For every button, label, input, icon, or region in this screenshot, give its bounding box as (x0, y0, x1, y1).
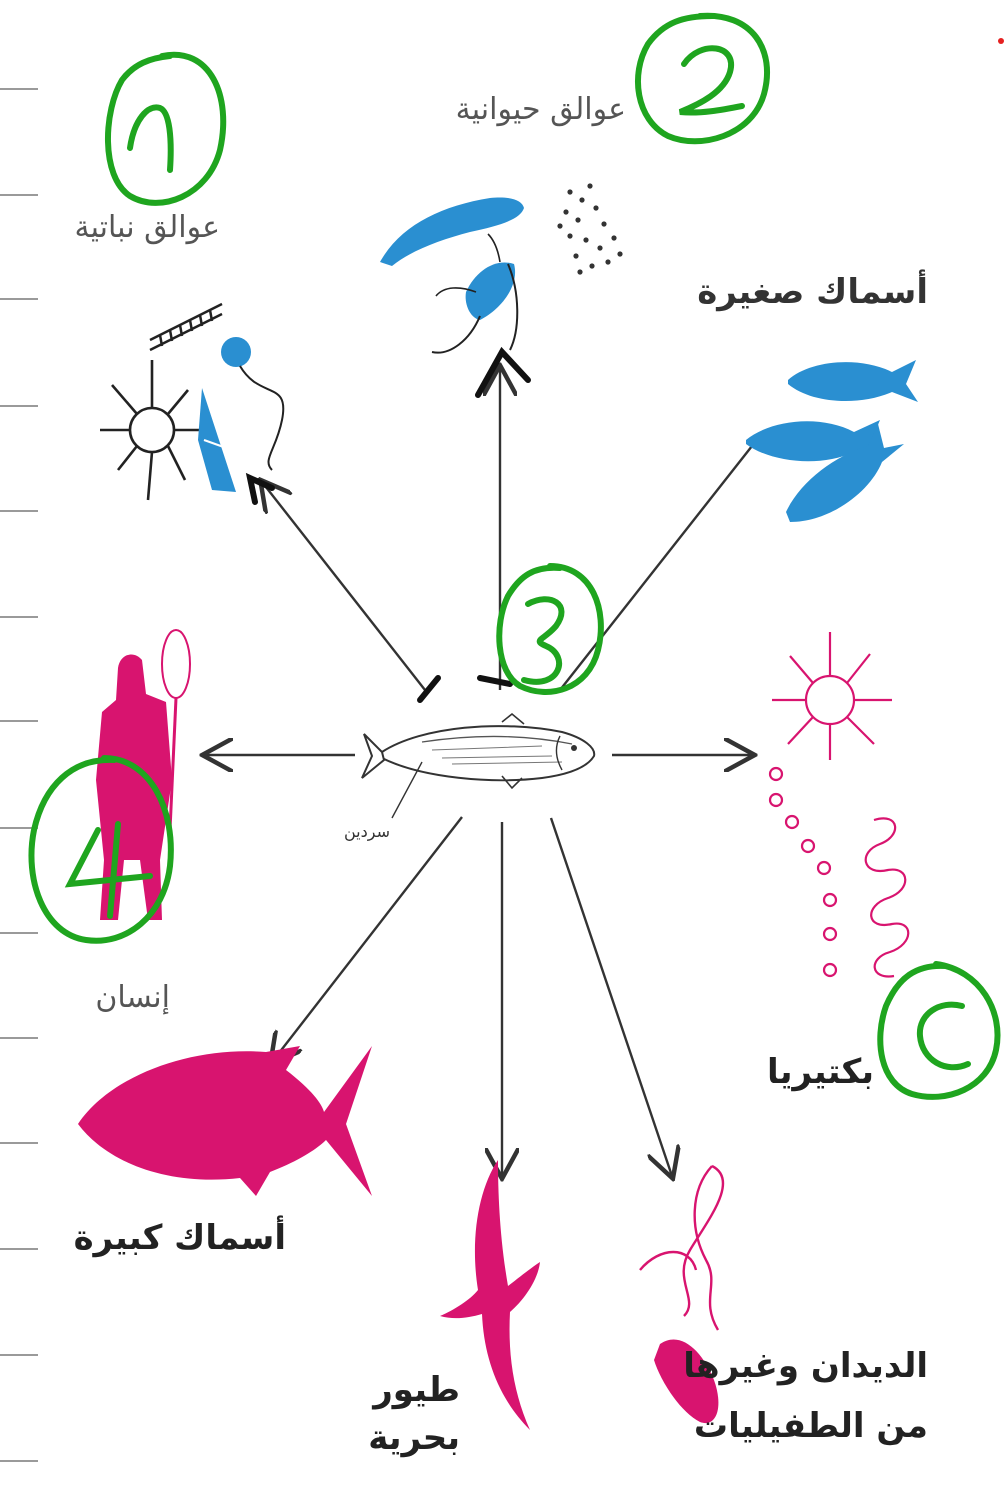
arrow-sardine-small-fish (560, 446, 752, 690)
bacteria-illustration (770, 632, 908, 976)
numeral-5 (920, 1005, 968, 1068)
arrow-sardine-worms (551, 818, 672, 1176)
label-human: إنسان (95, 980, 170, 1015)
small-fish-illustration (746, 360, 918, 522)
label-seabirds-line2: بحرية (368, 1418, 460, 1458)
zooplankton-dots (557, 183, 622, 274)
label-worms-line1: الديدان وغيرها (683, 1346, 928, 1386)
circle-5 (880, 964, 997, 1097)
phytoplankton-illustration (100, 304, 283, 500)
numeral-1 (130, 107, 171, 170)
label-bacteria: بكتيريا (767, 1052, 874, 1092)
numeral-3 (524, 599, 561, 682)
sardine-illustration (362, 714, 594, 788)
diatom-chain (150, 304, 222, 350)
circle-2 (638, 16, 767, 142)
big-fish-illustration (78, 1046, 372, 1196)
arrow-sardine-big-fish (272, 817, 462, 1062)
label-big-fish: أسماك كبيرة (74, 1218, 286, 1258)
zooplankton-illustration (380, 183, 623, 352)
flagellate-body (221, 337, 251, 367)
label-small-fish: أسماك صغيرة (697, 272, 928, 312)
diatom-star (100, 360, 200, 500)
sardine-label-pointer (392, 762, 422, 818)
label-zooplankton: عوالق حيوانية (456, 92, 626, 127)
green-circles (31, 16, 997, 1097)
numeral-2 (680, 48, 742, 112)
label-worms-line2: من الطفيليات (694, 1406, 928, 1446)
label-sardine: سردين (344, 822, 390, 841)
arrow-sardine-phytoplankton (262, 482, 425, 690)
circle-1 (108, 55, 223, 203)
label-phytoplankton: عوالق نباتية (75, 210, 220, 245)
label-seabirds-line1: طيور (373, 1370, 460, 1410)
pen-marks (250, 352, 528, 700)
dinoflagellate (198, 388, 236, 492)
